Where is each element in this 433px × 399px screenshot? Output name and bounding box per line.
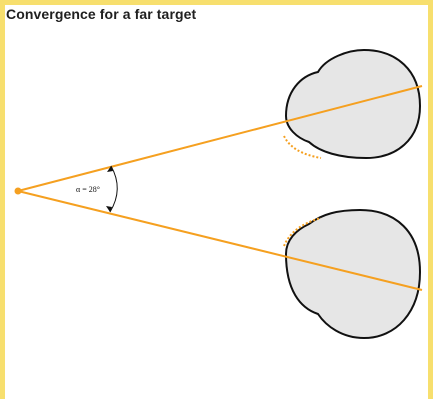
lower-sight-ray	[17, 190, 423, 291]
angle-label: α = 28°	[76, 185, 100, 194]
lower-cornea-arc	[283, 217, 322, 247]
upper-sight-ray	[17, 85, 423, 192]
angle-arc	[109, 165, 118, 213]
diagram-title: Convergence for a far target	[6, 6, 197, 22]
upper-cornea-arc	[283, 135, 322, 159]
angle-arrow-top	[107, 166, 113, 172]
angle-arrow-bottom	[106, 206, 112, 212]
apex-point	[14, 187, 22, 195]
